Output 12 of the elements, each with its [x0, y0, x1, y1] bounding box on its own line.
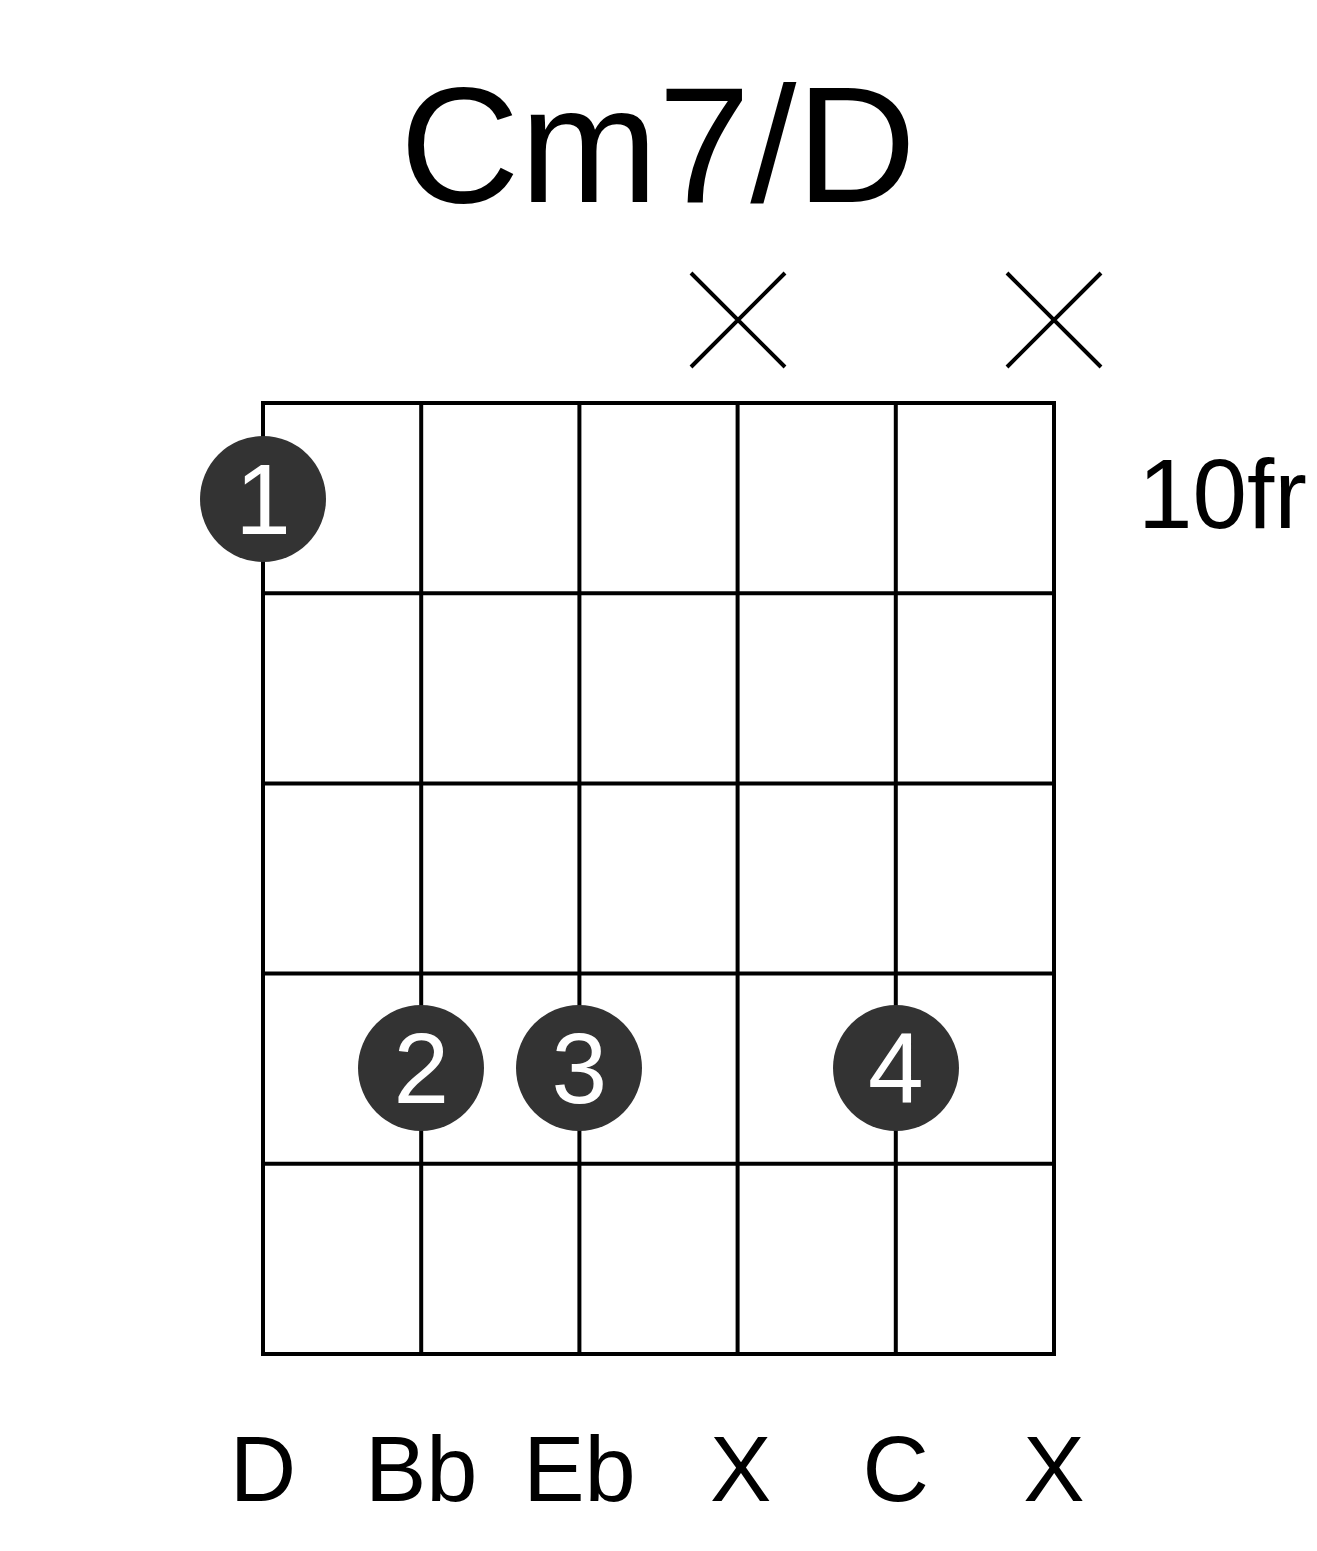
finger-number: 2: [393, 1017, 449, 1118]
chord-title: Cm7/D: [399, 62, 917, 228]
finger-number: 1: [235, 449, 291, 550]
note-name-label: D: [229, 1423, 297, 1515]
note-name-label: Bb: [364, 1423, 478, 1515]
note-name-label: C: [862, 1423, 929, 1515]
note-name-label: X: [1023, 1423, 1085, 1515]
note-name-label: Eb: [523, 1423, 636, 1515]
fret-position-label: 10fr: [1138, 445, 1307, 543]
finger-number: 4: [868, 1017, 924, 1118]
finger-number: 3: [551, 1017, 608, 1118]
note-name-label: X: [709, 1423, 772, 1515]
